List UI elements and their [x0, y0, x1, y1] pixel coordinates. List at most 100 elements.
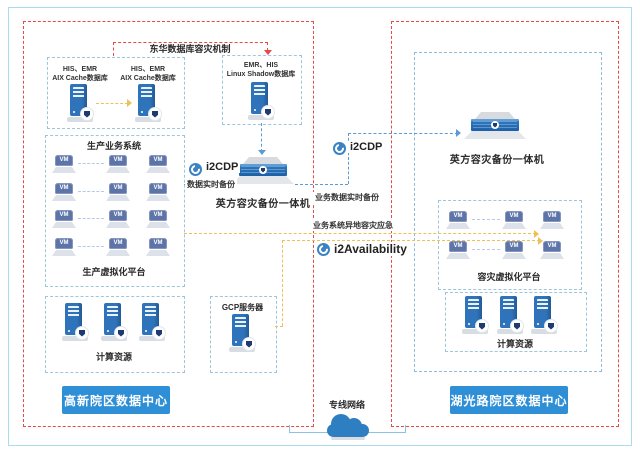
left-datacenter-name-badge: 高新院区数据中心: [62, 386, 170, 414]
availability-line-1: [184, 233, 536, 234]
vm-icon: VM: [146, 210, 170, 228]
aix-server1-line1: HIS、EMR: [62, 66, 98, 73]
business-backup-label: 业务数据实时备份: [313, 192, 381, 203]
arrow-right-yellow-icon: [534, 230, 539, 238]
vm-link-dashed-line: [472, 219, 500, 220]
server-icon: [248, 82, 274, 120]
shield-badge-icon: [153, 327, 165, 339]
i2cdp-right-label: i2CDP: [348, 141, 385, 153]
vm-icon: VM: [52, 183, 76, 201]
vm-icon: VM: [146, 155, 170, 173]
server-led: [73, 111, 75, 113]
arrow-right-yellow-icon: [127, 99, 132, 107]
dedicated-network-label: 专线网络: [328, 400, 365, 410]
arrow-down-red-icon: [264, 50, 272, 55]
vm-link-dashed-line: [472, 249, 500, 250]
server-icon: [139, 303, 165, 341]
server-icon: [67, 84, 93, 122]
aix-server2-line1: HIS、EMR: [130, 66, 166, 73]
shield-badge-icon: [545, 320, 557, 332]
right-datacenter-name-badge: 湖光路院区数据中心: [450, 386, 568, 414]
vm-link-dashed-line: [78, 218, 104, 219]
i2cdp-logo-icon: [189, 163, 202, 176]
vm-icon: VM: [106, 210, 130, 228]
vm-icon: VM: [146, 238, 170, 256]
vm-icon: VM: [446, 211, 470, 229]
right-appliance-label: 英方容灾备份一体机: [449, 155, 545, 166]
data-realtime-backup-label: 数据实时备份: [185, 179, 237, 190]
aix-server1-label: HIS、EMR AIX Cache数据库: [49, 65, 111, 83]
server-icon: [229, 314, 255, 352]
donghua-mechanism-label: 东华数据库容灾机制: [149, 44, 231, 54]
vm-icon: VM: [146, 183, 170, 201]
shield-badge-icon: [491, 121, 499, 129]
shield-badge-icon: [476, 320, 488, 332]
vm-link-dashed-line: [78, 163, 104, 164]
shield-badge-icon: [115, 327, 127, 339]
shield-badge-icon: [243, 338, 255, 350]
dr-platform-box: [438, 200, 582, 290]
shield-badge-icon: [259, 166, 267, 174]
right-inner-box: [414, 52, 602, 372]
vm-link-dashed-line: [78, 191, 104, 192]
compute-resources-label: 计算资源: [496, 339, 533, 349]
vm-icon: VM: [106, 183, 130, 201]
server-icon: [62, 303, 88, 341]
compute-resources-label: 计算资源: [95, 352, 132, 362]
vm-icon: VM: [52, 155, 76, 173]
backup-appliance-icon: [464, 112, 526, 140]
donghua-line-top: [113, 42, 268, 43]
production-system-box: [45, 135, 185, 287]
network-cloud-icon: [324, 411, 372, 439]
vm-icon: VM: [106, 238, 130, 256]
shadow-server-line2: Linux Shadow数据库: [226, 71, 296, 79]
shield-badge-icon: [511, 320, 523, 332]
shield-badge-icon: [76, 327, 88, 339]
production-system-title: 生产业务系统: [86, 141, 141, 151]
server-icon: [101, 303, 127, 341]
aix-server1-line2: AIX Cache数据库: [52, 75, 108, 83]
business-dr-label: 业务系统异地容灾应急: [311, 220, 395, 231]
cloud-base: [331, 437, 365, 440]
compute-resources-box: [445, 292, 587, 352]
production-platform-label: 生产虚拟化平台: [82, 267, 146, 277]
i2cdp-logo-icon: [333, 142, 346, 155]
server-icon: [462, 296, 488, 334]
server-icon: [135, 84, 161, 122]
dr-platform-label: 容灾虚拟化平台: [477, 272, 541, 282]
gcp-server-label: GCP服务器: [221, 303, 264, 312]
vm-icon: VM: [446, 241, 470, 259]
shadow-database-box: [222, 55, 302, 125]
donghua-line-right: [267, 42, 268, 51]
aix-database-box: [47, 57, 185, 129]
shadow-server-line1: EMR、HIS: [243, 62, 279, 69]
shield-badge-icon: [149, 108, 161, 120]
gcp-server-box: [210, 296, 277, 373]
vm-icon: VM: [540, 241, 564, 259]
server-icon: [531, 296, 557, 334]
appliance-link-line-bottom: [295, 184, 348, 185]
shield-badge-icon: [81, 108, 93, 120]
outer-frame: [8, 7, 632, 446]
arrow-down-blue-icon: [258, 150, 266, 155]
replication-dashed-line: [96, 103, 128, 104]
i2availability-label: i2Availability: [332, 242, 409, 256]
i2availability-logo-icon: [317, 243, 330, 256]
db-to-appliance-line: [261, 123, 262, 152]
left-appliance-label: 英方容灾备份一体机: [215, 199, 311, 210]
i2cdp-label: i2CDP: [204, 161, 241, 173]
arrow-right-yellow-icon: [538, 237, 543, 245]
server-base: [67, 117, 93, 122]
gcp-line-vertical: [282, 240, 283, 326]
availability-line-2: [282, 240, 540, 241]
network-bracket-left: [289, 425, 290, 433]
donghua-line-left: [113, 42, 114, 56]
network-bracket-right: [405, 425, 406, 433]
vm-icon: VM: [52, 210, 76, 228]
vm-icon: VM: [106, 155, 130, 173]
vm-icon: VM: [540, 211, 564, 229]
aix-server2-line2: AIX Cache数据库: [120, 75, 176, 83]
server-icon: [497, 296, 523, 334]
aix-server2-label: HIS、EMR AIX Cache数据库: [117, 65, 179, 83]
